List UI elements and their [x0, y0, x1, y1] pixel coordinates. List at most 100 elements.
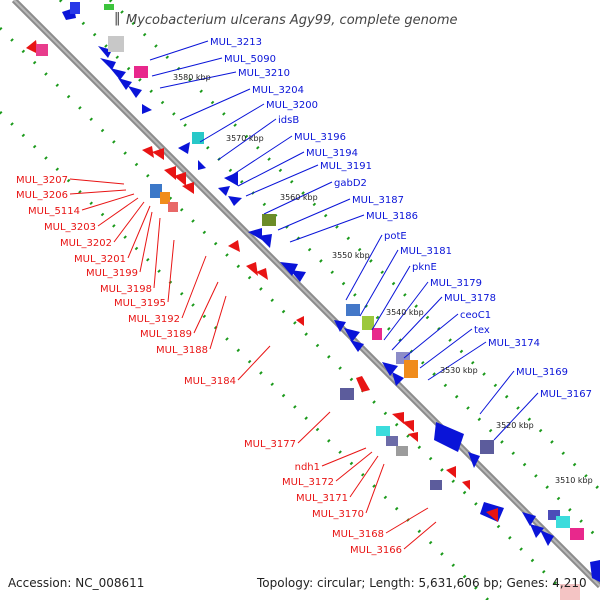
- gene-reverse: [182, 182, 194, 194]
- gene-forward: [530, 524, 544, 538]
- gene-label-reverse: MUL_3199: [86, 268, 138, 279]
- feature-block: [386, 436, 398, 446]
- gene-label-reverse: MUL_3168: [332, 529, 384, 540]
- feature-block: [376, 426, 390, 436]
- gene-label-reverse: MUL_3189: [140, 329, 192, 340]
- gene-label-forward: MUL_3200: [266, 100, 318, 111]
- gene-label-forward: MUL_3194: [306, 148, 358, 159]
- kbp-scale-label: 3560 kbp: [280, 193, 318, 202]
- gene-label-forward: MUL_3178: [444, 293, 496, 304]
- gene-label-reverse: MUL_3206: [16, 190, 68, 201]
- gene-reverse: [256, 268, 268, 280]
- kbp-scale-label: 3520 kbp: [496, 421, 534, 430]
- reverse-genes: [26, 40, 498, 522]
- gene-label-forward: MUL_3169: [516, 367, 568, 378]
- gene-forward: [290, 270, 306, 282]
- gene-forward: [590, 560, 600, 582]
- leader-line-reverse: [193, 281, 219, 334]
- leader-line-forward: [359, 249, 399, 317]
- leader-line-forward: [151, 57, 223, 77]
- gene-reverse: [296, 316, 304, 326]
- gene-forward: [118, 78, 132, 90]
- feature-block: [134, 66, 148, 78]
- gene-forward: [522, 512, 536, 526]
- feature-block: [36, 44, 48, 56]
- topology-label: Topology: circular; Length: 5,631,606 bp…: [256, 576, 587, 590]
- leader-line-reverse: [321, 447, 367, 467]
- title-marker: ‖: [114, 11, 121, 26]
- feature-block: [160, 192, 170, 204]
- feature-block: [396, 446, 408, 456]
- gene-reverse: [486, 508, 498, 522]
- feature-block: [362, 316, 374, 330]
- leader-line-forward: [227, 135, 293, 179]
- gene-label-forward: MUL_3186: [366, 211, 418, 222]
- leader-line-forward: [391, 296, 443, 351]
- gene-reverse: [174, 172, 186, 186]
- leader-line-forward: [199, 103, 265, 143]
- leader-line-forward: [289, 214, 365, 243]
- gene-forward: [540, 530, 554, 546]
- leader-line-forward: [479, 370, 515, 415]
- leader-line-reverse: [127, 205, 151, 259]
- gene-reverse: [446, 466, 456, 478]
- feature-block: [70, 2, 80, 14]
- leader-line-forward: [245, 164, 319, 197]
- gene-label-reverse: MUL_3171: [296, 493, 348, 504]
- kbp-scale-label: 3580 kbp: [173, 73, 211, 82]
- gene-reverse: [356, 376, 370, 392]
- gene-label-forward: ceoC1: [460, 310, 491, 321]
- leader-line-forward: [493, 392, 539, 441]
- leader-line-reverse: [349, 455, 379, 498]
- feature-block: [372, 328, 382, 340]
- gene-label-reverse: MUL_3177: [244, 439, 296, 450]
- gene-label-reverse: MUL_3170: [312, 509, 364, 520]
- kbp-scale-label: 3540 kbp: [386, 308, 424, 317]
- gene-reverse: [142, 146, 154, 158]
- leader-line-forward: [237, 151, 305, 187]
- gene-forward: [218, 186, 230, 196]
- feature-block: [548, 510, 560, 520]
- gene-label-reverse: MUL_3166: [350, 545, 402, 556]
- feature-block: [262, 214, 276, 226]
- feature-block: [150, 184, 162, 198]
- feature-block: [430, 480, 442, 490]
- gene-label-forward: MUL_3204: [252, 85, 304, 96]
- leader-line-forward: [345, 234, 383, 301]
- tick-track-outer-2: [108, 0, 600, 492]
- gene-forward: [228, 196, 242, 206]
- gene-forward: [350, 340, 364, 352]
- leader-line-reverse: [209, 295, 227, 350]
- gene-label-reverse: MUL_3188: [156, 345, 208, 356]
- accession-label: Accession: NC_008611: [8, 576, 144, 590]
- feature-block: [480, 440, 494, 454]
- leader-line-forward: [263, 181, 333, 215]
- gene-label-forward: MUL_3167: [540, 389, 592, 400]
- gene-forward: [224, 172, 238, 186]
- leader-line-reverse: [181, 255, 207, 319]
- gene-label-forward: gabD2: [334, 178, 367, 189]
- gene-forward: [334, 320, 346, 332]
- gene-reverse: [402, 420, 414, 432]
- leader-line-reverse: [167, 239, 175, 303]
- feature-block: [556, 516, 570, 528]
- leader-line-reverse: [297, 411, 331, 444]
- gene-label-reverse: MUL_3192: [128, 314, 180, 325]
- leader-line-forward: [427, 341, 487, 381]
- feature-block: [346, 304, 360, 316]
- gene-label-forward: idsB: [278, 115, 299, 126]
- leader-line-reverse: [365, 463, 385, 514]
- gene-reverse: [152, 148, 164, 160]
- gene-label-forward: MUL_3174: [488, 338, 540, 349]
- gene-forward: [248, 228, 262, 240]
- leader-line-reverse: [335, 451, 373, 482]
- gene-forward: [198, 160, 206, 170]
- tick-track-inner-2: [0, 110, 490, 600]
- feature-block: [570, 528, 584, 540]
- gene-forward: [110, 68, 126, 80]
- leader-line-reverse: [237, 345, 271, 381]
- gene-label-reverse: ndh1: [295, 462, 320, 473]
